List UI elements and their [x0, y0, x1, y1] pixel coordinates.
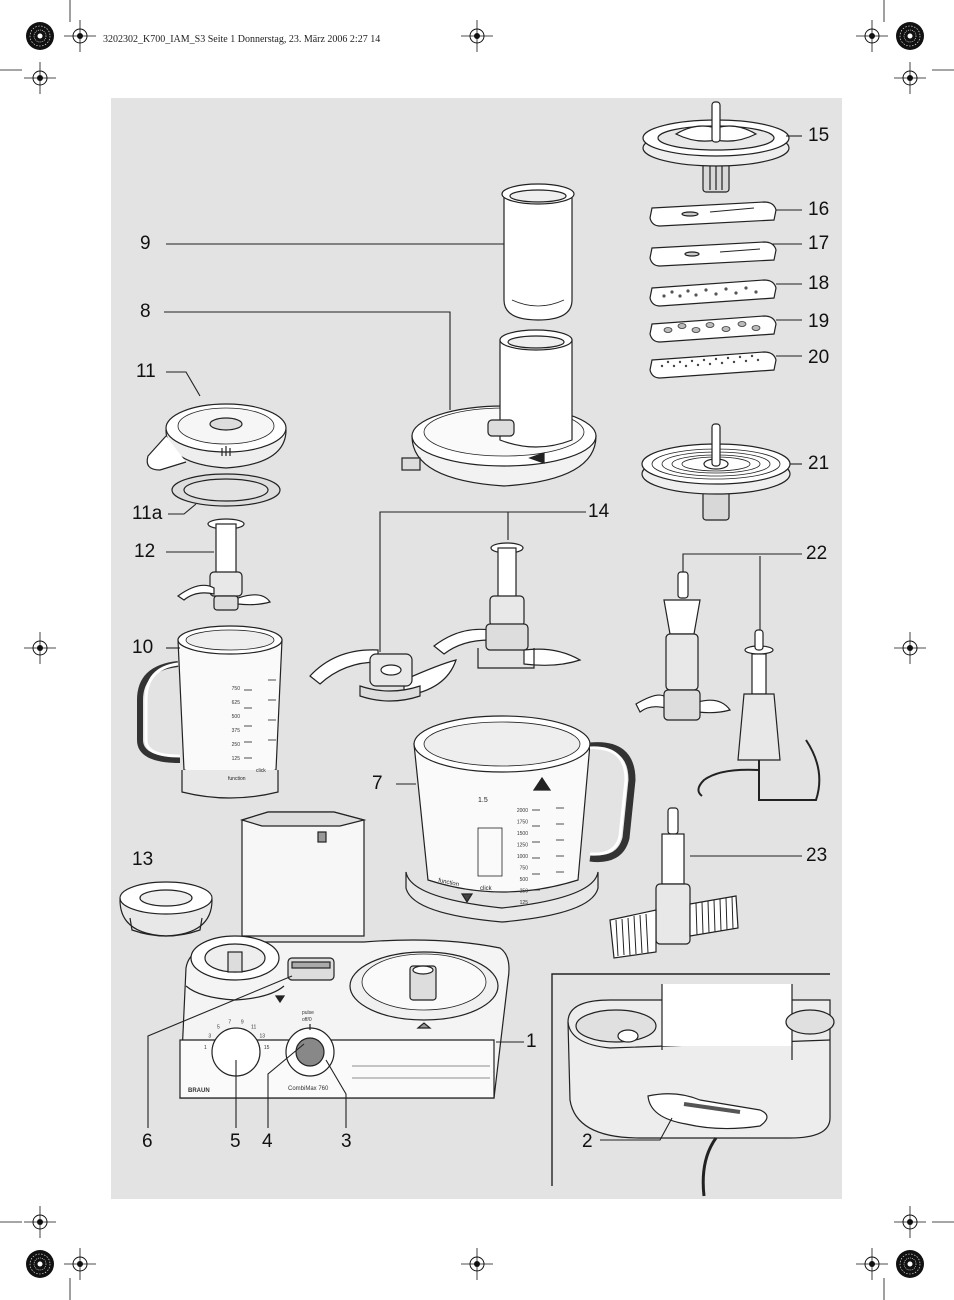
callout-3: 3 — [341, 1131, 352, 1152]
leader-lines — [147, 135, 802, 1141]
callout-13: 13 — [132, 849, 154, 870]
grating-disc-21 — [641, 423, 791, 521]
callout-12: 12 — [134, 541, 156, 562]
blender-blade-12 — [176, 518, 271, 611]
callout-7: 7 — [372, 773, 383, 794]
jug-ml-label: 750 — [232, 686, 241, 692]
callout-19: 19 — [808, 311, 830, 332]
disc-carrier-15 — [642, 101, 790, 193]
callout-23: 23 — [806, 845, 828, 866]
bowl-click-label: click — [480, 886, 492, 892]
bowl-ml-label: 250 — [520, 889, 529, 895]
callout-22: 22 — [806, 543, 828, 564]
bowl-ml-label: 1750 — [517, 820, 528, 826]
insert-20 — [649, 351, 777, 379]
callout-9: 9 — [140, 233, 151, 254]
kneading-tool-23 — [609, 807, 739, 959]
bowl-ml-label: 1000 — [517, 854, 528, 860]
insert-17 — [649, 241, 777, 267]
jug-function-label: function — [228, 776, 246, 782]
callout-20: 20 — [808, 347, 830, 368]
callout-8: 8 — [140, 301, 151, 322]
callout-11a: 11a — [132, 503, 163, 524]
switch-pulse-label: pulse — [302, 1010, 314, 1016]
work-bowl-7 — [405, 715, 636, 923]
bowl-ml-label: 500 — [520, 877, 529, 883]
callout-4: 4 — [262, 1131, 273, 1152]
print-header: 3202302_K700_IAM_S3 Seite 1 Donnerstag, … — [103, 34, 381, 45]
bowl-ml-label: 1500 — [517, 831, 528, 837]
callout-5: 5 — [230, 1131, 241, 1152]
callout-18: 18 — [808, 273, 830, 294]
model-label: CombiMax 760 — [288, 1086, 329, 1092]
jug-click-label: click — [256, 768, 266, 774]
callout-14: 14 — [588, 501, 610, 522]
food-pusher-9 — [501, 183, 575, 321]
brand-label: BRAUN — [188, 1088, 210, 1094]
speed-scale-label: 15 — [264, 1045, 270, 1051]
jug-ml-label: 375 — [232, 728, 241, 734]
callout-11: 11 — [136, 361, 156, 382]
blender-jug-10 — [137, 625, 283, 799]
seal-ring-11a — [171, 473, 281, 507]
callout-17: 17 — [808, 233, 830, 254]
switch-off-label: off/0 — [302, 1017, 312, 1023]
whisk-22 — [697, 629, 821, 801]
bowl-capacity-label: 1.5 — [478, 797, 488, 804]
bowl-ml-label: 125 — [520, 900, 529, 906]
speed-scale-label: 5 — [217, 1025, 220, 1031]
speed-scale-label: 3 — [208, 1034, 211, 1040]
whisk-drive-22 — [635, 571, 731, 721]
jug-ml-label: 125 — [232, 756, 241, 762]
callout-6: 6 — [142, 1131, 153, 1152]
cable-detail-2 — [551, 973, 835, 1197]
callout-10: 10 — [132, 637, 154, 658]
jug-ml-label: 500 — [232, 714, 241, 720]
citrus-lid-11 — [146, 403, 287, 471]
bowl-ml-label: 2000 — [517, 808, 528, 814]
cap-13 — [119, 881, 213, 937]
speed-scale-label: 1 — [204, 1045, 207, 1051]
jug-ml-label: 250 — [232, 742, 241, 748]
callout-21: 21 — [808, 453, 830, 474]
knife-blade-open-14 — [309, 649, 457, 702]
callout-1: 1 — [526, 1031, 537, 1052]
motor-base-1 — [179, 811, 510, 1099]
insert-18 — [649, 279, 777, 307]
speed-scale-label: 7 — [228, 1020, 231, 1026]
speed-scale-label: 11 — [251, 1025, 256, 1031]
speed-scale-label: 9 — [241, 1020, 244, 1026]
insert-16 — [649, 201, 777, 227]
callout-15: 15 — [808, 125, 830, 146]
jug-ml-label: 625 — [232, 700, 241, 706]
bowl-ml-label: 750 — [520, 866, 529, 872]
insert-19 — [649, 315, 777, 343]
lid-8 — [401, 329, 597, 487]
speed-scale-label: 13 — [259, 1034, 265, 1040]
knife-blade-14 — [433, 542, 582, 669]
bowl-ml-label: 1250 — [517, 843, 528, 849]
callout-2: 2 — [582, 1131, 593, 1152]
callout-16: 16 — [808, 199, 830, 220]
